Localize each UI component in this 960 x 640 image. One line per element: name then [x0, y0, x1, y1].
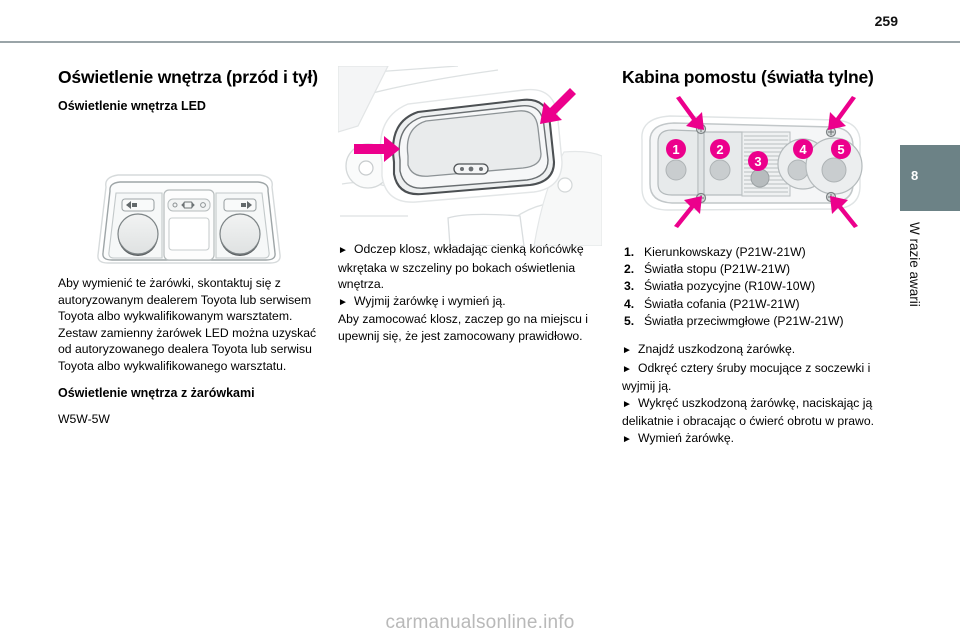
list-item-index: 5. [624, 313, 635, 328]
list-item: 1. Kierunkowskazy (P21W-21W) [622, 244, 876, 261]
list-item-label: Światła pozycyjne (R10W-10W) [644, 279, 816, 294]
callout-arrow-left [354, 136, 400, 162]
overhead-console-illustration [97, 174, 281, 264]
callout-badge-4 [793, 139, 813, 159]
header-divider [0, 41, 960, 43]
site-watermark: carmanualsonline.info [385, 612, 575, 633]
list-item: 2. Światła stopu (P21W-21W) [622, 261, 876, 278]
callout-badges: 1 2 3 4 5 [666, 139, 851, 171]
list-item-label: Światła przeciwmgłowe (P21W-21W) [644, 313, 844, 328]
page-title: Oświetlenie wnętrza (przód i tył) [58, 67, 318, 87]
svg-text:5: 5 [837, 142, 844, 157]
right-bullet-2-text: Odkręć cztery śruby mocujące z soczewki … [622, 360, 871, 394]
list-item: 5. Światła przeciwmgłowe (P21W-21W) [622, 313, 876, 330]
callout-badge-3 [748, 151, 768, 171]
bullet-marker-icon: ► [622, 398, 632, 410]
list-item-index: 1. [624, 245, 635, 259]
subheading-led: Oświetlenie wnętrza LED [58, 99, 206, 113]
right-bullet-2: ►Odkręć cztery śruby mocujące z soczewki… [622, 360, 876, 395]
chapter-tab-number: 8 [911, 168, 919, 183]
bullet-marker-icon: ► [338, 245, 348, 256]
list-item-index: 2. [624, 262, 635, 277]
column-right: Kabina pomostu (światła tylne) [622, 66, 876, 449]
callout-badge-1 [666, 139, 686, 159]
dome-lamp-illustration [338, 66, 602, 246]
figure-overhead-console-led [58, 163, 320, 275]
chapter-tab: 8 [900, 145, 960, 211]
svg-text:3: 3 [754, 154, 761, 169]
right-bullet-1: ► Znajdź uszkodzoną żarówkę. [622, 341, 876, 360]
callout-arrow-bottom-right [830, 196, 858, 228]
rear-lamp-illustration: 1 2 3 4 5 [641, 96, 863, 228]
middle-bullet-2-text: Wyjmij żarówkę i wymień ją. [354, 293, 506, 308]
list-item-label: Kierunkowskazy (P21W-21W) [644, 245, 806, 259]
svg-text:1: 1 [672, 142, 679, 157]
list-item: 4. Światła cofania (P21W-21W) [622, 296, 876, 313]
callout-arrow-top-left [676, 96, 704, 130]
right-bullet-3-text: Wykręć uszkodzoną żarówkę, naciskając ją… [622, 395, 874, 429]
callout-arrow-bottom-left [674, 196, 702, 228]
bullet-marker-icon: ► [622, 345, 632, 357]
right-bullet-3: ►Wykręć uszkodzoną żarówkę, naciskając j… [622, 395, 876, 430]
right-bullet-4: ► Wymień żarówkę. [622, 430, 876, 449]
callout-badge-5 [831, 139, 851, 159]
bulb-spec: W5W-5W [58, 411, 110, 426]
middle-column-text: ►Odczep klosz, wkładając cienką końcówkę… [338, 241, 602, 345]
callout-arrow-top-right [540, 88, 576, 124]
svg-text:2: 2 [716, 142, 723, 157]
list-item-label: Światła cofania (P21W-21W) [644, 296, 800, 311]
middle-bullet-1-text: Odczep klosz, wkładając cienką końcówkę … [338, 242, 584, 292]
column-left: Oświetlenie wnętrza (przód i tył) Oświet… [58, 66, 320, 427]
list-item-index: 3. [624, 279, 635, 294]
middle-bullet-1: ►Odczep klosz, wkładając cienką końcówkę… [338, 241, 602, 293]
right-bullet-1-text: Znajdź uszkodzoną żarówkę. [638, 342, 796, 357]
bullet-marker-icon: ► [338, 296, 348, 308]
subheading-bulb: Oświetlenie wnętrza z żarówkami [58, 385, 255, 400]
callout-badge-2 [710, 139, 730, 159]
bullet-marker-icon: ► [622, 363, 632, 375]
chapter-tab-label: W razie awarii [907, 222, 922, 307]
figure-rear-lamp: 1 2 3 4 5 [622, 94, 876, 244]
callout-arrow-top-right [828, 96, 856, 130]
left-paragraph: Aby wymienić te żarówki, skontaktuj się … [58, 276, 317, 373]
right-page-title: Kabina pomostu (światła tylne) [622, 67, 874, 87]
list-item: 3. Światła pozycyjne (R10W-10W) [622, 278, 876, 295]
list-item-index: 4. [624, 296, 635, 311]
right-bullet-4-text: Wymień żarówkę. [638, 430, 735, 445]
svg-text:4: 4 [799, 142, 807, 157]
list-item-label: Światła stopu (P21W-21W) [644, 262, 791, 277]
middle-note: Aby zamocować klosz, zaczep go na miejsc… [338, 312, 588, 343]
bullet-marker-icon: ► [622, 433, 632, 445]
page-number: 259 [874, 13, 898, 29]
middle-bullet-2: ► Wyjmij żarówkę i wymień ją. [338, 293, 602, 312]
rear-lamp-legend-list: 1. Kierunkowskazy (P21W-21W) 2. Światła … [622, 244, 876, 330]
